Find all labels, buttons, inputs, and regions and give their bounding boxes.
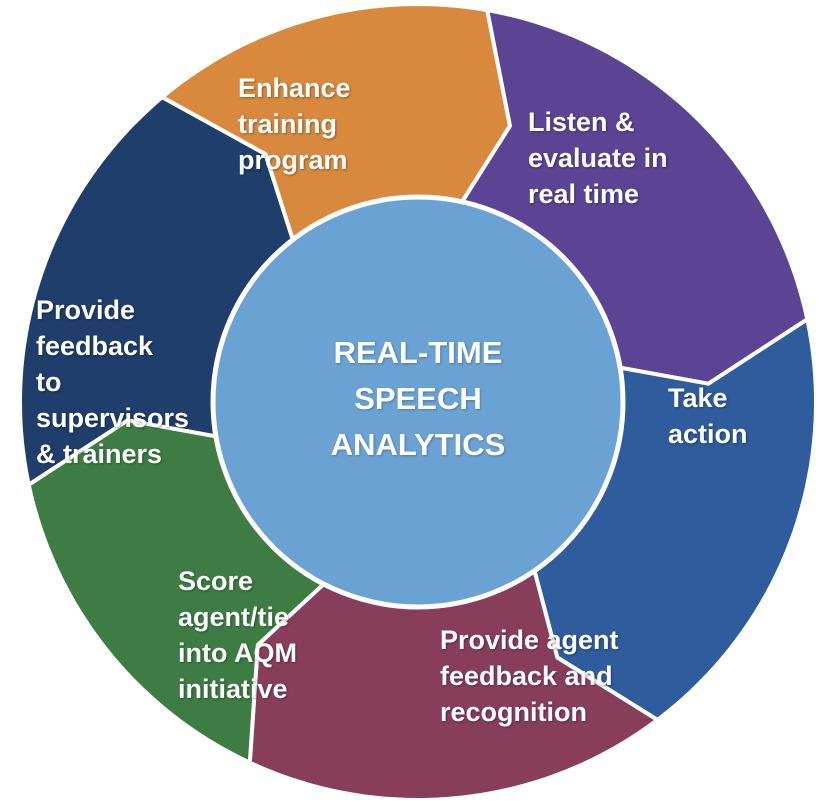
segment-label-enhance-training: Enhance training program [238, 73, 351, 175]
segment-label-listen-evaluate: Listen & evaluate in real time [528, 107, 668, 209]
segment-label-agent-feedback: Provide agent feedback and recognition [440, 625, 619, 727]
center-title: REAL-TIME SPEECH ANALYTICS [330, 335, 506, 462]
segment-label-score-agent: Score agent/tie into AQM initiative [178, 566, 297, 704]
center-circle [210, 194, 626, 610]
segment-label-feedback-supervisors: Provide feedback to supervisors & traine… [36, 295, 190, 469]
segment-label-take-action: Take action [668, 383, 748, 449]
